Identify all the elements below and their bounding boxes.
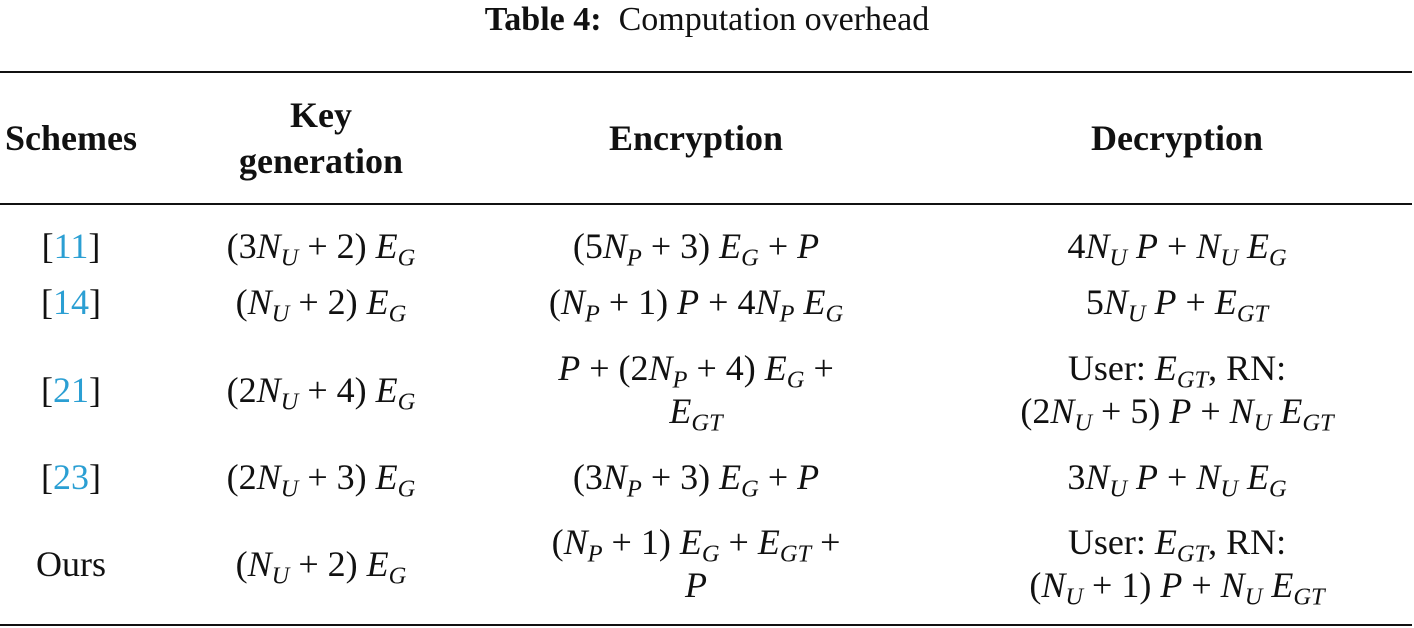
table-row-scheme: [11] [41, 225, 101, 266]
header-schemes: Schemes [5, 118, 137, 158]
table-row-decryption: 5NU P + EGT [940, 278, 1414, 326]
table-row-decryption: 3NU P + NU EG [940, 453, 1414, 501]
formula: P [685, 565, 707, 605]
formula: (NP + 1) P + 4NP EG [548, 281, 844, 327]
table-row-keygen: (2NU + 4) EG [178, 334, 464, 446]
formula: User: EGT, RN: [1067, 522, 1287, 568]
formula: EGT [669, 391, 723, 437]
table-row-decryption: User: EGT, RN: (2NU + 5) P + NU EGT [940, 334, 1414, 446]
formula: (3NP + 3) EG + P [572, 456, 820, 502]
table-row-keygen: (NU + 2) EG [178, 278, 464, 326]
citation-link[interactable]: 14 [53, 281, 89, 322]
scheme-name: Ours [36, 543, 106, 584]
table-row-encryption: P + (2NP + 4) EG + EGT [486, 334, 906, 446]
caption-text: Computation overhead [618, 1, 930, 38]
formula: (2NU + 4) EG [226, 369, 416, 415]
table-row-scheme: [21] [41, 369, 101, 410]
formula: (5NP + 3) EG + P [572, 225, 820, 271]
formula: User: EGT, RN: [1067, 348, 1287, 394]
formula: (NU + 1) P + NU EGT [1029, 565, 1325, 611]
formula: (3NU + 2) EG [226, 225, 416, 271]
table-row-encryption: (5NP + 3) EG + P [486, 222, 906, 270]
citation-link[interactable]: 21 [53, 369, 89, 410]
formula: 5NU P + EGT [1085, 281, 1269, 327]
table-row-scheme: [23] [41, 456, 101, 497]
header-encryption: Encryption [608, 118, 784, 158]
table-row-keygen: (2NU + 3) EG [178, 453, 464, 501]
table-row-keygen: (3NU + 2) EG [178, 222, 464, 270]
table-caption: Table 4: Computation overhead [0, 0, 1414, 42]
table-row-encryption: (3NP + 3) EG + P [486, 453, 906, 501]
table-row-keygen: (NU + 2) EG [178, 508, 464, 620]
table-row-decryption: User: EGT, RN: (NU + 1) P + NU EGT [940, 508, 1414, 620]
formula: 3NU P + NU EG [1067, 456, 1287, 502]
header-key-generation: Key generation [239, 95, 403, 181]
caption-label: Table 4: [484, 1, 602, 38]
table-row-scheme: [14] [41, 281, 101, 322]
bottom-rule [0, 624, 1412, 626]
formula: (NP + 1) EG + EGT + [551, 522, 841, 568]
table-row-scheme: Ours [0, 508, 142, 620]
formula: P + (2NP + 4) EG + [558, 348, 834, 394]
header-decryption: Decryption [1091, 118, 1263, 158]
table-row-encryption: (NP + 1) P + 4NP EG [486, 278, 906, 326]
formula: (2NU + 5) P + NU EGT [1020, 391, 1334, 437]
citation-link[interactable]: 11 [53, 225, 89, 266]
formula: 4NU P + NU EG [1067, 225, 1287, 271]
formula: (2NU + 3) EG [226, 456, 416, 502]
header-rule [0, 203, 1412, 205]
table-row-encryption: (NP + 1) EG + EGT + P [486, 508, 906, 620]
citation-link[interactable]: 23 [53, 456, 89, 497]
formula: (NU + 2) EG [235, 281, 407, 327]
formula: (NU + 2) EG [235, 543, 407, 589]
table-row-decryption: 4NU P + NU EG [940, 222, 1414, 270]
top-rule [0, 71, 1412, 73]
